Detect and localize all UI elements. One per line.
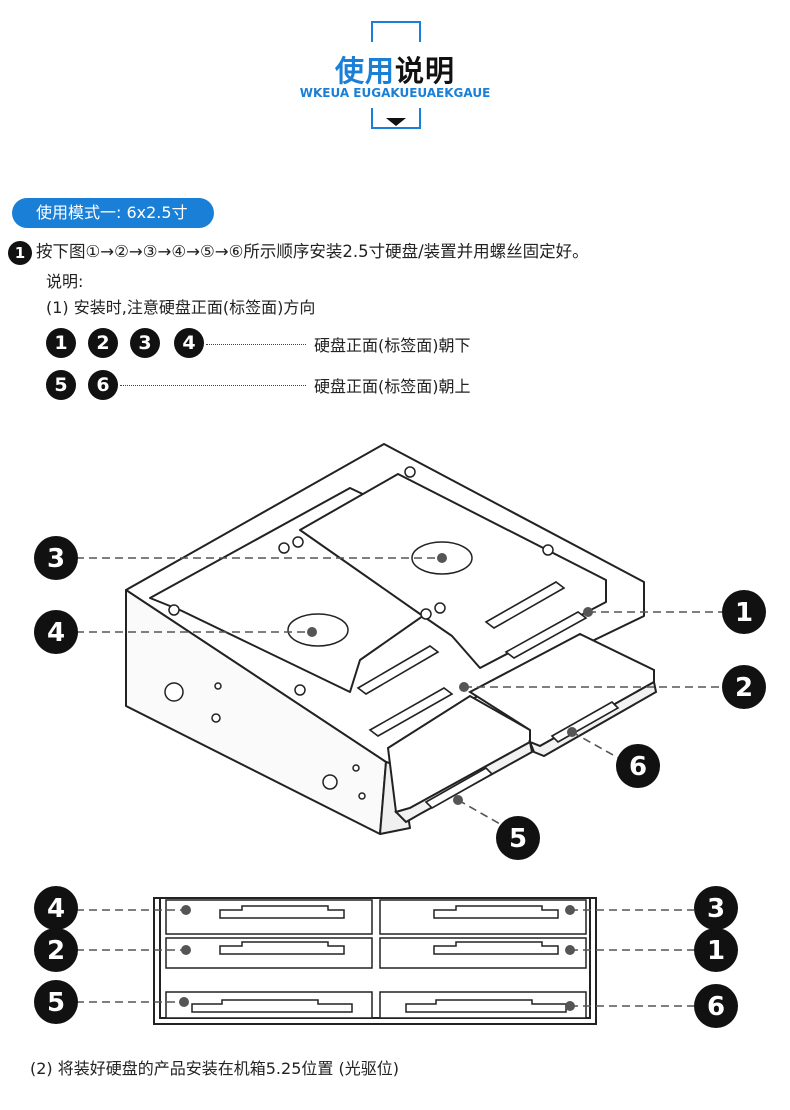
note-1: (1) 安装时,注意硬盘正面(标签面)方向 (46, 298, 316, 317)
title-part-blue: 使用 (334, 54, 395, 88)
callout-3: 3 (34, 536, 78, 580)
legend-num-5: 5 (46, 370, 76, 400)
callout-2: 2 (722, 665, 766, 709)
callout-4: 4 (34, 610, 78, 654)
iso-bracket-diagram: 3 4 1 2 6 5 (34, 443, 766, 860)
callout-3-text: 3 (47, 544, 65, 574)
front-callout-6: 6 (694, 984, 738, 1028)
step-1-badge: 1 (8, 240, 32, 265)
legend-num-1: 1 (46, 328, 76, 358)
front-callout-3: 3 (694, 886, 738, 930)
legend-text-1: 硬盘正面(标签面)朝下 (314, 336, 471, 355)
front-callout-5: 5 (34, 980, 78, 1024)
title-part-black: 说明 (395, 54, 456, 88)
front-callout-4: 4 (34, 886, 78, 930)
page-title: 使用说明 (0, 48, 790, 90)
title-frame-icon (371, 21, 421, 129)
front-callout-2: 2 (34, 928, 78, 972)
front-callout-4-text: 4 (47, 894, 65, 924)
callout-1-text: 1 (735, 598, 753, 628)
page-subtitle: WKEUA EUGAKUEUAEKGAUE (299, 86, 491, 100)
legend-num-6: 6 (88, 370, 118, 400)
callout-6-text: 6 (629, 752, 647, 782)
legend-num-2: 2 (88, 328, 118, 358)
front-view-diagram: 4 2 5 3 1 6 (34, 886, 738, 1028)
step-1-text: 按下图①→②→③→④→⑤→⑥所示顺序安装2.5寸硬盘/装置并用螺丝固定好。 (36, 242, 589, 261)
front-callout-3-text: 3 (707, 894, 725, 924)
front-callout-2-text: 2 (47, 936, 65, 966)
callout-2-text: 2 (735, 673, 753, 703)
front-callout-1: 1 (694, 928, 738, 972)
callout-5: 5 (496, 816, 540, 860)
mode-badge: 使用模式一: 6x2.5寸硬盘 (12, 198, 214, 252)
legend-num-3: 3 (130, 328, 160, 358)
front-callout-1-text: 1 (707, 936, 725, 966)
install-note-2: (2) 将装好硬盘的产品安装在机箱5.25位置 (光驱位) (30, 1059, 399, 1078)
callout-5-text: 5 (509, 824, 527, 854)
legend-leader-2 (120, 385, 306, 386)
legend-text-2: 硬盘正面(标签面)朝上 (314, 377, 471, 396)
front-callout-5-text: 5 (47, 988, 65, 1018)
callout-1: 1 (722, 590, 766, 634)
front-callout-6-text: 6 (707, 992, 725, 1022)
note-title: 说明: (46, 272, 84, 291)
legend-num-4: 4 (174, 328, 204, 358)
legend-leader-1 (206, 344, 306, 345)
callout-4-text: 4 (47, 618, 65, 648)
callout-6: 6 (616, 744, 660, 788)
